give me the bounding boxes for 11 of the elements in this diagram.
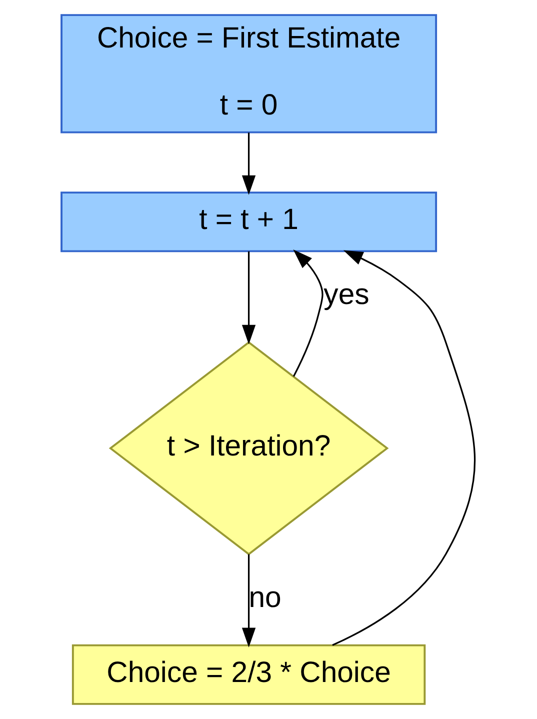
arrow	[242, 251, 256, 344]
node-diamond: t > Iteration?	[108, 341, 389, 556]
arrow	[332, 250, 476, 646]
node-box: Choice = First Estimate t = 0	[60, 14, 438, 134]
arrow	[292, 250, 324, 377]
node-box: Choice = 2/3 * Choice	[72, 644, 426, 705]
edge-label: no	[248, 580, 282, 614]
edge-label: yes	[324, 278, 370, 311]
arrow	[242, 554, 256, 648]
node-box: t = t + 1	[60, 192, 438, 252]
arrow	[242, 132, 256, 195]
